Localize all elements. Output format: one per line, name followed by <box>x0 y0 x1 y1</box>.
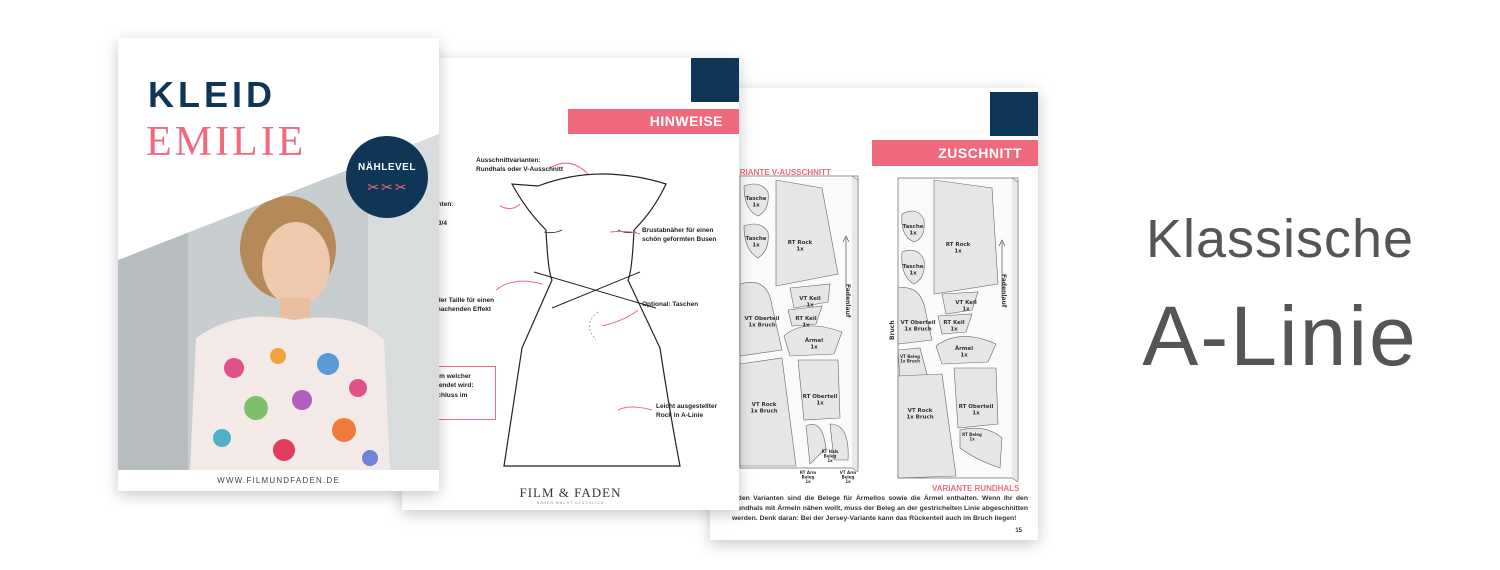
vt-keil-piece <box>941 291 979 315</box>
tasche-piece <box>743 183 769 217</box>
cutting-body-text: eiden Varianten sind die Belege für Ärme… <box>732 495 1028 523</box>
note-pockets: Optional: Taschen <box>642 301 699 308</box>
arrow-sleeves <box>499 203 521 210</box>
pocket-outline <box>589 311 599 341</box>
bust-dart <box>543 229 563 234</box>
cover-title-kleid: KLEID <box>148 74 276 115</box>
arrow-pocket <box>601 309 639 327</box>
tasche-piece <box>901 210 925 243</box>
arrow-waist <box>495 280 543 291</box>
fadenlauf-label: Fadenlauf <box>1000 274 1007 308</box>
grain-arrow-head <box>998 239 1006 247</box>
vt-rock-piece <box>897 373 957 479</box>
scissors-icon: ✂ <box>381 179 393 195</box>
vt-oberteil-piece <box>739 282 783 357</box>
aermel-piece <box>935 336 997 365</box>
vt-oberteil-piece <box>897 287 933 345</box>
corner-block <box>990 92 1038 136</box>
waist-seam <box>551 271 641 309</box>
bruch-label: Bruch <box>889 320 896 340</box>
arrow-bust <box>609 230 641 235</box>
grain-arrow-head <box>842 235 850 243</box>
rt-beleg-piece <box>959 427 1003 469</box>
face <box>262 222 330 306</box>
variant-v-label: ARIANTE V-AUSSCHNITT <box>734 168 831 177</box>
rt-rock-piece <box>775 179 839 287</box>
fabric-left-fold <box>851 175 859 473</box>
dress-outline <box>503 173 681 467</box>
scissors-icon: ✂ <box>367 179 380 195</box>
hero-heading-line1: Klassische <box>1145 209 1415 269</box>
closure-note-box <box>402 366 496 420</box>
cover-page: KLEID EMILIE NÄHLEVEL ✂ ✂ ✂ WWW.FILMUNDF… <box>118 38 439 491</box>
note-bust: Brustabnäher für einen schön geformten B… <box>642 227 717 244</box>
note-skirt: Leicht ausgestellter Rock in A-Linie <box>656 403 718 420</box>
corner-block <box>691 58 739 102</box>
cover-photo <box>118 38 439 470</box>
scissors-icon: ✂ <box>394 179 407 195</box>
note-neckline: Ausschnittvarianten: Rundhals oder V-Aus… <box>476 157 564 174</box>
tasche-piece <box>743 223 769 259</box>
brand-logo: FILM & FADEN <box>519 485 622 500</box>
page-number: 15 <box>1015 528 1022 534</box>
rt-keil-piece <box>787 305 823 327</box>
zuschnitt-banner: ZUSCHNITT <box>872 140 1038 166</box>
cutting-layout-page: ZUSCHNITT ARIANTE V-AUSSCHNITT VARIANTE … <box>710 88 1038 540</box>
hero-heading-line2: A-Linie <box>1142 289 1418 383</box>
vt-keil-piece <box>789 283 831 309</box>
hinweise-banner: HINWEISE <box>568 109 739 134</box>
fadenlauf-label: Fadenlauf <box>844 284 851 318</box>
dress-diagram <box>495 162 681 467</box>
rt-oberteil-piece <box>953 367 999 429</box>
hints-page: HINWEISE Ausschnittvarianten: Rundhals o… <box>402 58 739 510</box>
rt-keil-piece <box>937 313 973 335</box>
arrow-skirt <box>617 406 653 411</box>
skill-level-badge: NÄHLEVEL ✂ ✂ ✂ <box>346 136 428 218</box>
rt-oberteil-piece <box>797 359 841 421</box>
brand-tagline: NÄHEN MACHT GLÜCKLICH <box>536 501 605 505</box>
scissors-rating: ✂ ✂ ✂ <box>346 179 428 196</box>
cover-white-area <box>118 38 439 260</box>
cover-title-emilie: EMILIE <box>146 119 307 165</box>
arrow-neckline <box>549 162 589 175</box>
badge-label: NÄHLEVEL <box>358 162 416 173</box>
rt-rock-piece <box>933 179 999 295</box>
beleg-piece <box>805 424 827 465</box>
website-footer: WWW.FILMUNDFADEN.DE <box>118 471 439 491</box>
dress-flowers <box>213 348 378 466</box>
vt-rock-piece <box>739 357 797 467</box>
aermel-piece <box>783 325 843 357</box>
beleg-piece <box>829 423 849 461</box>
variant-round-label: VARIANTE RUNDHALS <box>932 484 1020 493</box>
fabric-right-fold <box>1011 177 1019 483</box>
tasche-piece <box>901 249 925 285</box>
